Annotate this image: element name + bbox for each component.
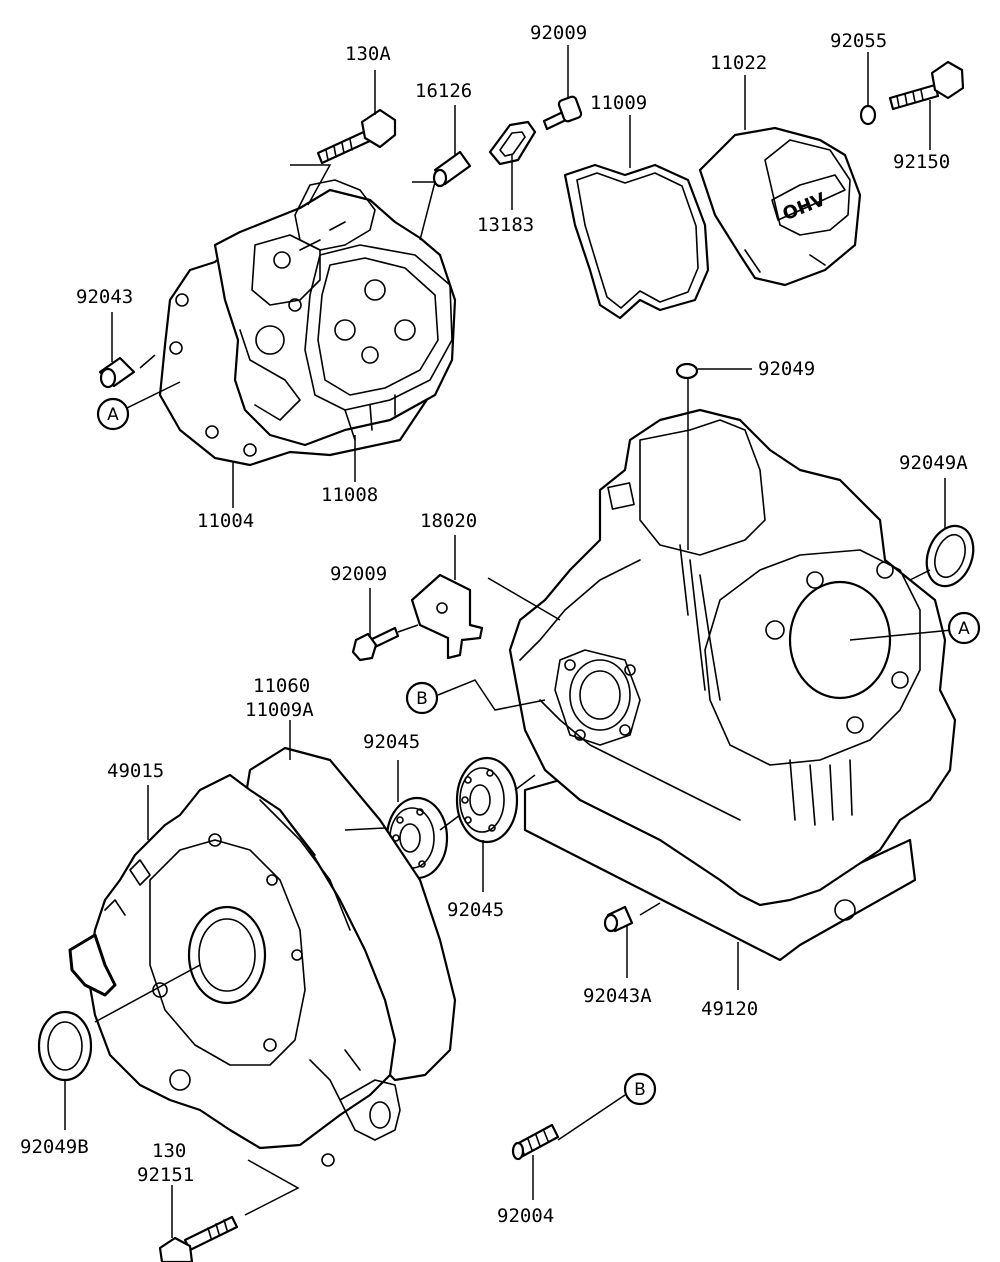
bracket-18020 (410, 573, 484, 660)
o-ring-92055 (859, 104, 877, 126)
head-bolt-130A (316, 108, 397, 165)
label-92009-top: 92009 (530, 22, 587, 44)
label-49015: 49015 (107, 760, 164, 782)
dowel-92043A (603, 905, 634, 933)
label-92151: 92151 (137, 1164, 194, 1186)
crankcase-cover-49015 (68, 773, 401, 1167)
part-labels: 130A 16126 92009 11009 11022 92055 92150… (20, 22, 968, 1227)
label-11060: 11060 (253, 675, 310, 697)
bearing-92045-rear (455, 756, 519, 844)
svg-text:A: A (958, 619, 970, 639)
label-92150: 92150 (893, 151, 950, 173)
crankcase-49120 (508, 408, 957, 962)
label-11009: 11009 (590, 92, 647, 114)
cylinder-head (213, 179, 457, 447)
label-11022: 11022 (710, 52, 767, 74)
dowel-92043 (98, 356, 136, 389)
label-11004: 11004 (197, 510, 254, 532)
label-92055: 92055 (830, 30, 887, 52)
label-13183: 13183 (477, 214, 534, 236)
label-16126: 16126 (415, 80, 472, 102)
label-92045-a: 92045 (363, 731, 420, 753)
svg-text:A: A (107, 405, 119, 425)
callout-a-right: A (947, 611, 981, 645)
oil-seal-92049B (37, 1010, 93, 1082)
label-92004: 92004 (497, 1205, 554, 1227)
label-92043: 92043 (76, 286, 133, 308)
callout-b-bottom: B (623, 1072, 657, 1106)
callout-b-left: B (405, 681, 439, 715)
label-92049A: 92049A (899, 452, 968, 474)
cover-gasket-11009 (563, 163, 710, 320)
bolt-92150 (888, 60, 965, 111)
label-11008: 11008 (321, 484, 378, 506)
stud-92004 (511, 1123, 560, 1161)
label-92009-mid: 92009 (330, 563, 387, 585)
label-92049B: 92049B (20, 1136, 89, 1158)
pin-16126 (432, 150, 472, 188)
svg-text:B: B (416, 689, 428, 709)
label-92049: 92049 (758, 358, 815, 380)
label-18020: 18020 (420, 510, 477, 532)
oil-seal-92049A (925, 524, 975, 588)
label-49120: 49120 (701, 998, 758, 1020)
label-130: 130 (152, 1140, 186, 1162)
bolt-92151 (158, 1215, 239, 1262)
callout-a-left: A (96, 397, 130, 431)
rocker-cover-11022: OHV (698, 126, 862, 287)
screw-92009-mid (351, 626, 400, 662)
label-92045-b: 92045 (447, 899, 504, 921)
label-92043A: 92043A (583, 985, 652, 1007)
plug-92049 (675, 362, 699, 380)
screw-92009-top (542, 95, 583, 131)
gasket-13183 (488, 120, 537, 166)
label-11009A: 11009A (245, 699, 314, 721)
leader-lines (64, 45, 953, 1238)
label-130A: 130A (345, 43, 391, 65)
svg-text:B: B (634, 1080, 646, 1100)
